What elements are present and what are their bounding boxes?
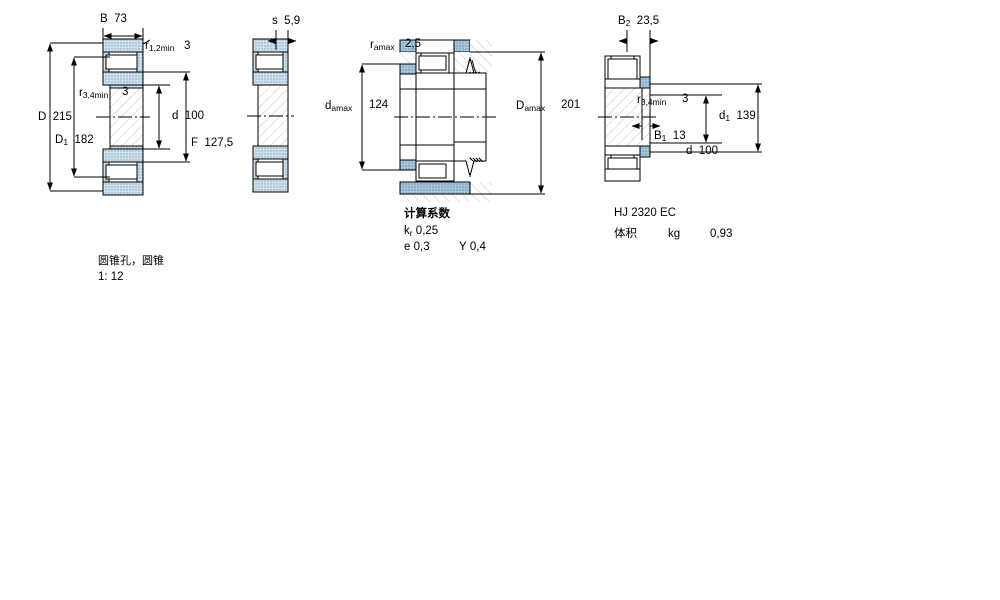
factor-kr: kr 0,25 xyxy=(404,225,439,238)
view4-dimensions xyxy=(618,30,762,153)
dim-r12min-label: r1,2min 3 xyxy=(145,40,191,53)
dim-D1-label: D1 182 xyxy=(55,134,94,147)
view1-bearing-section xyxy=(96,38,150,196)
dim-d-label: d 100 xyxy=(172,110,204,122)
view4-angle-ring xyxy=(598,55,658,182)
dim-d1-label: d1 139 xyxy=(719,110,756,123)
view1-dimensions xyxy=(47,28,190,192)
mass-unit: kg xyxy=(668,228,681,240)
factors-title: 计算系数 xyxy=(404,206,450,220)
dim-B-label: B 73 xyxy=(100,13,127,25)
dim-B1-label: B1 13 xyxy=(654,130,686,143)
dim-D-label: D 215 xyxy=(38,111,72,123)
dim-d-label-v4: d 100 xyxy=(686,145,718,157)
dim-damax-label: damax xyxy=(325,100,353,113)
view2-dimensions xyxy=(267,30,297,50)
mass-value: 0,93 xyxy=(710,228,733,240)
view3-abutment-section xyxy=(394,39,498,202)
factor-Y: Y 0,4 xyxy=(459,241,486,253)
taper-note-line2: 1: 12 xyxy=(98,271,124,283)
dim-B2-label: B2 23,5 xyxy=(618,15,660,28)
bearing-designation: HJ 2320 EC xyxy=(614,207,677,219)
factor-e: e 0,3 xyxy=(404,241,430,253)
dim-r34min-label: r3,4min xyxy=(79,87,109,100)
dim-Damax-value: 201 xyxy=(561,99,581,111)
dim-r34min-value: 3 xyxy=(122,86,129,98)
dim-F-label: F 127,5 xyxy=(191,137,234,149)
mass-label: 体积 xyxy=(614,226,637,240)
taper-note-line1: 圆锥孔，圆锥 xyxy=(98,254,164,267)
dim-ramax-value: 2,5 xyxy=(405,38,421,50)
dim-damax-value: 124 xyxy=(369,99,389,111)
dim-r34min-value-v4: 3 xyxy=(682,93,689,105)
dim-s-label: s 5,9 xyxy=(272,15,301,27)
dim-ramax-label: ramax xyxy=(370,39,395,52)
dim-r34min-label-v4: r3,4min xyxy=(637,94,667,107)
view2-bearing-section xyxy=(247,38,294,193)
dim-Damax-label: Damax xyxy=(516,100,546,113)
view3-dimensions xyxy=(359,51,545,195)
